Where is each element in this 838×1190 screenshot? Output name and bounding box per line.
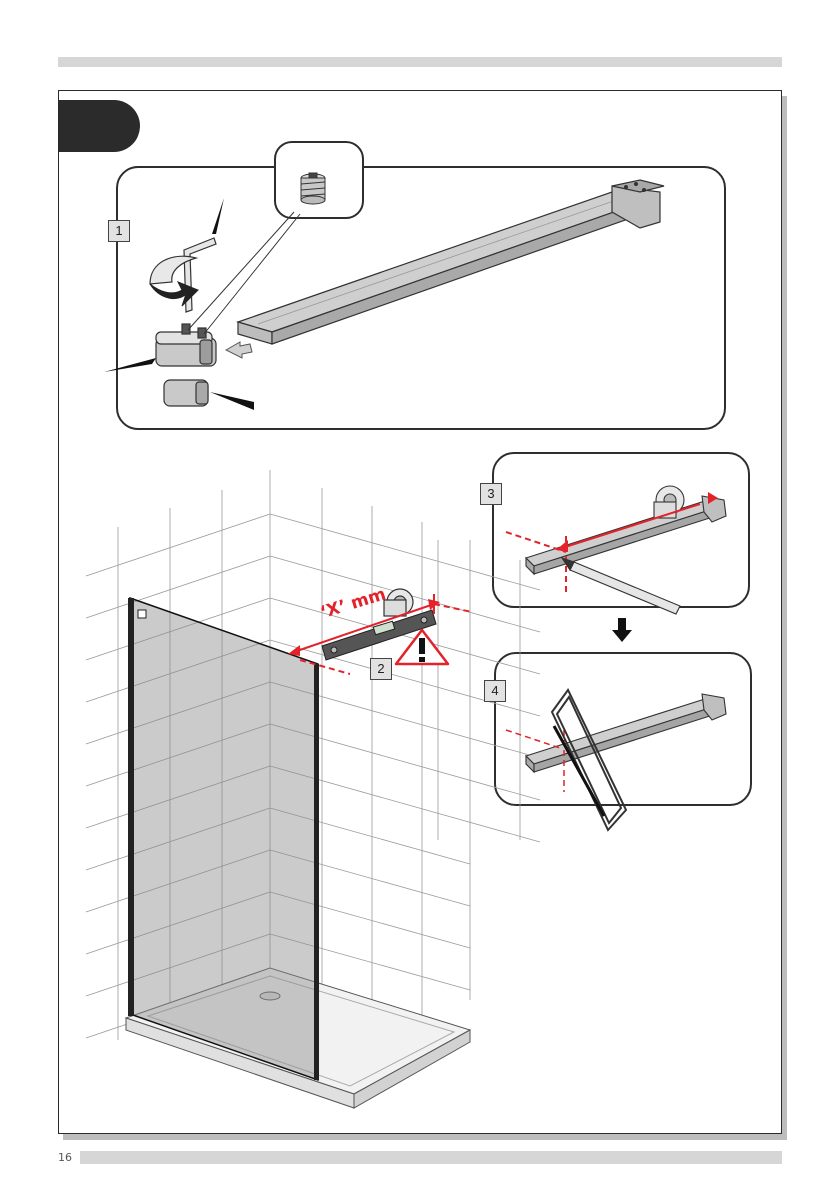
step-number-3: 3 (480, 483, 502, 505)
page-number: 16 (58, 1151, 72, 1164)
footer-bar (80, 1151, 782, 1164)
step-number-1: 1 (108, 220, 130, 242)
warning-icon (396, 630, 448, 664)
glass-panel (128, 598, 319, 1080)
wall-bar-panel1 (238, 180, 664, 344)
pencil-icon (562, 558, 680, 614)
end-cap (164, 380, 208, 406)
down-arrow-icon (612, 618, 632, 642)
slide-arrow (226, 342, 252, 358)
pointer-key (212, 198, 224, 234)
grub-screw-icon (301, 173, 325, 204)
pointer-cap (210, 392, 254, 410)
step-number-2: 2 (370, 658, 392, 680)
bar-panel3 (526, 496, 726, 574)
allen-key-icon (184, 238, 216, 312)
pointer-connector (104, 358, 156, 372)
step-number-4: 4 (484, 680, 506, 702)
